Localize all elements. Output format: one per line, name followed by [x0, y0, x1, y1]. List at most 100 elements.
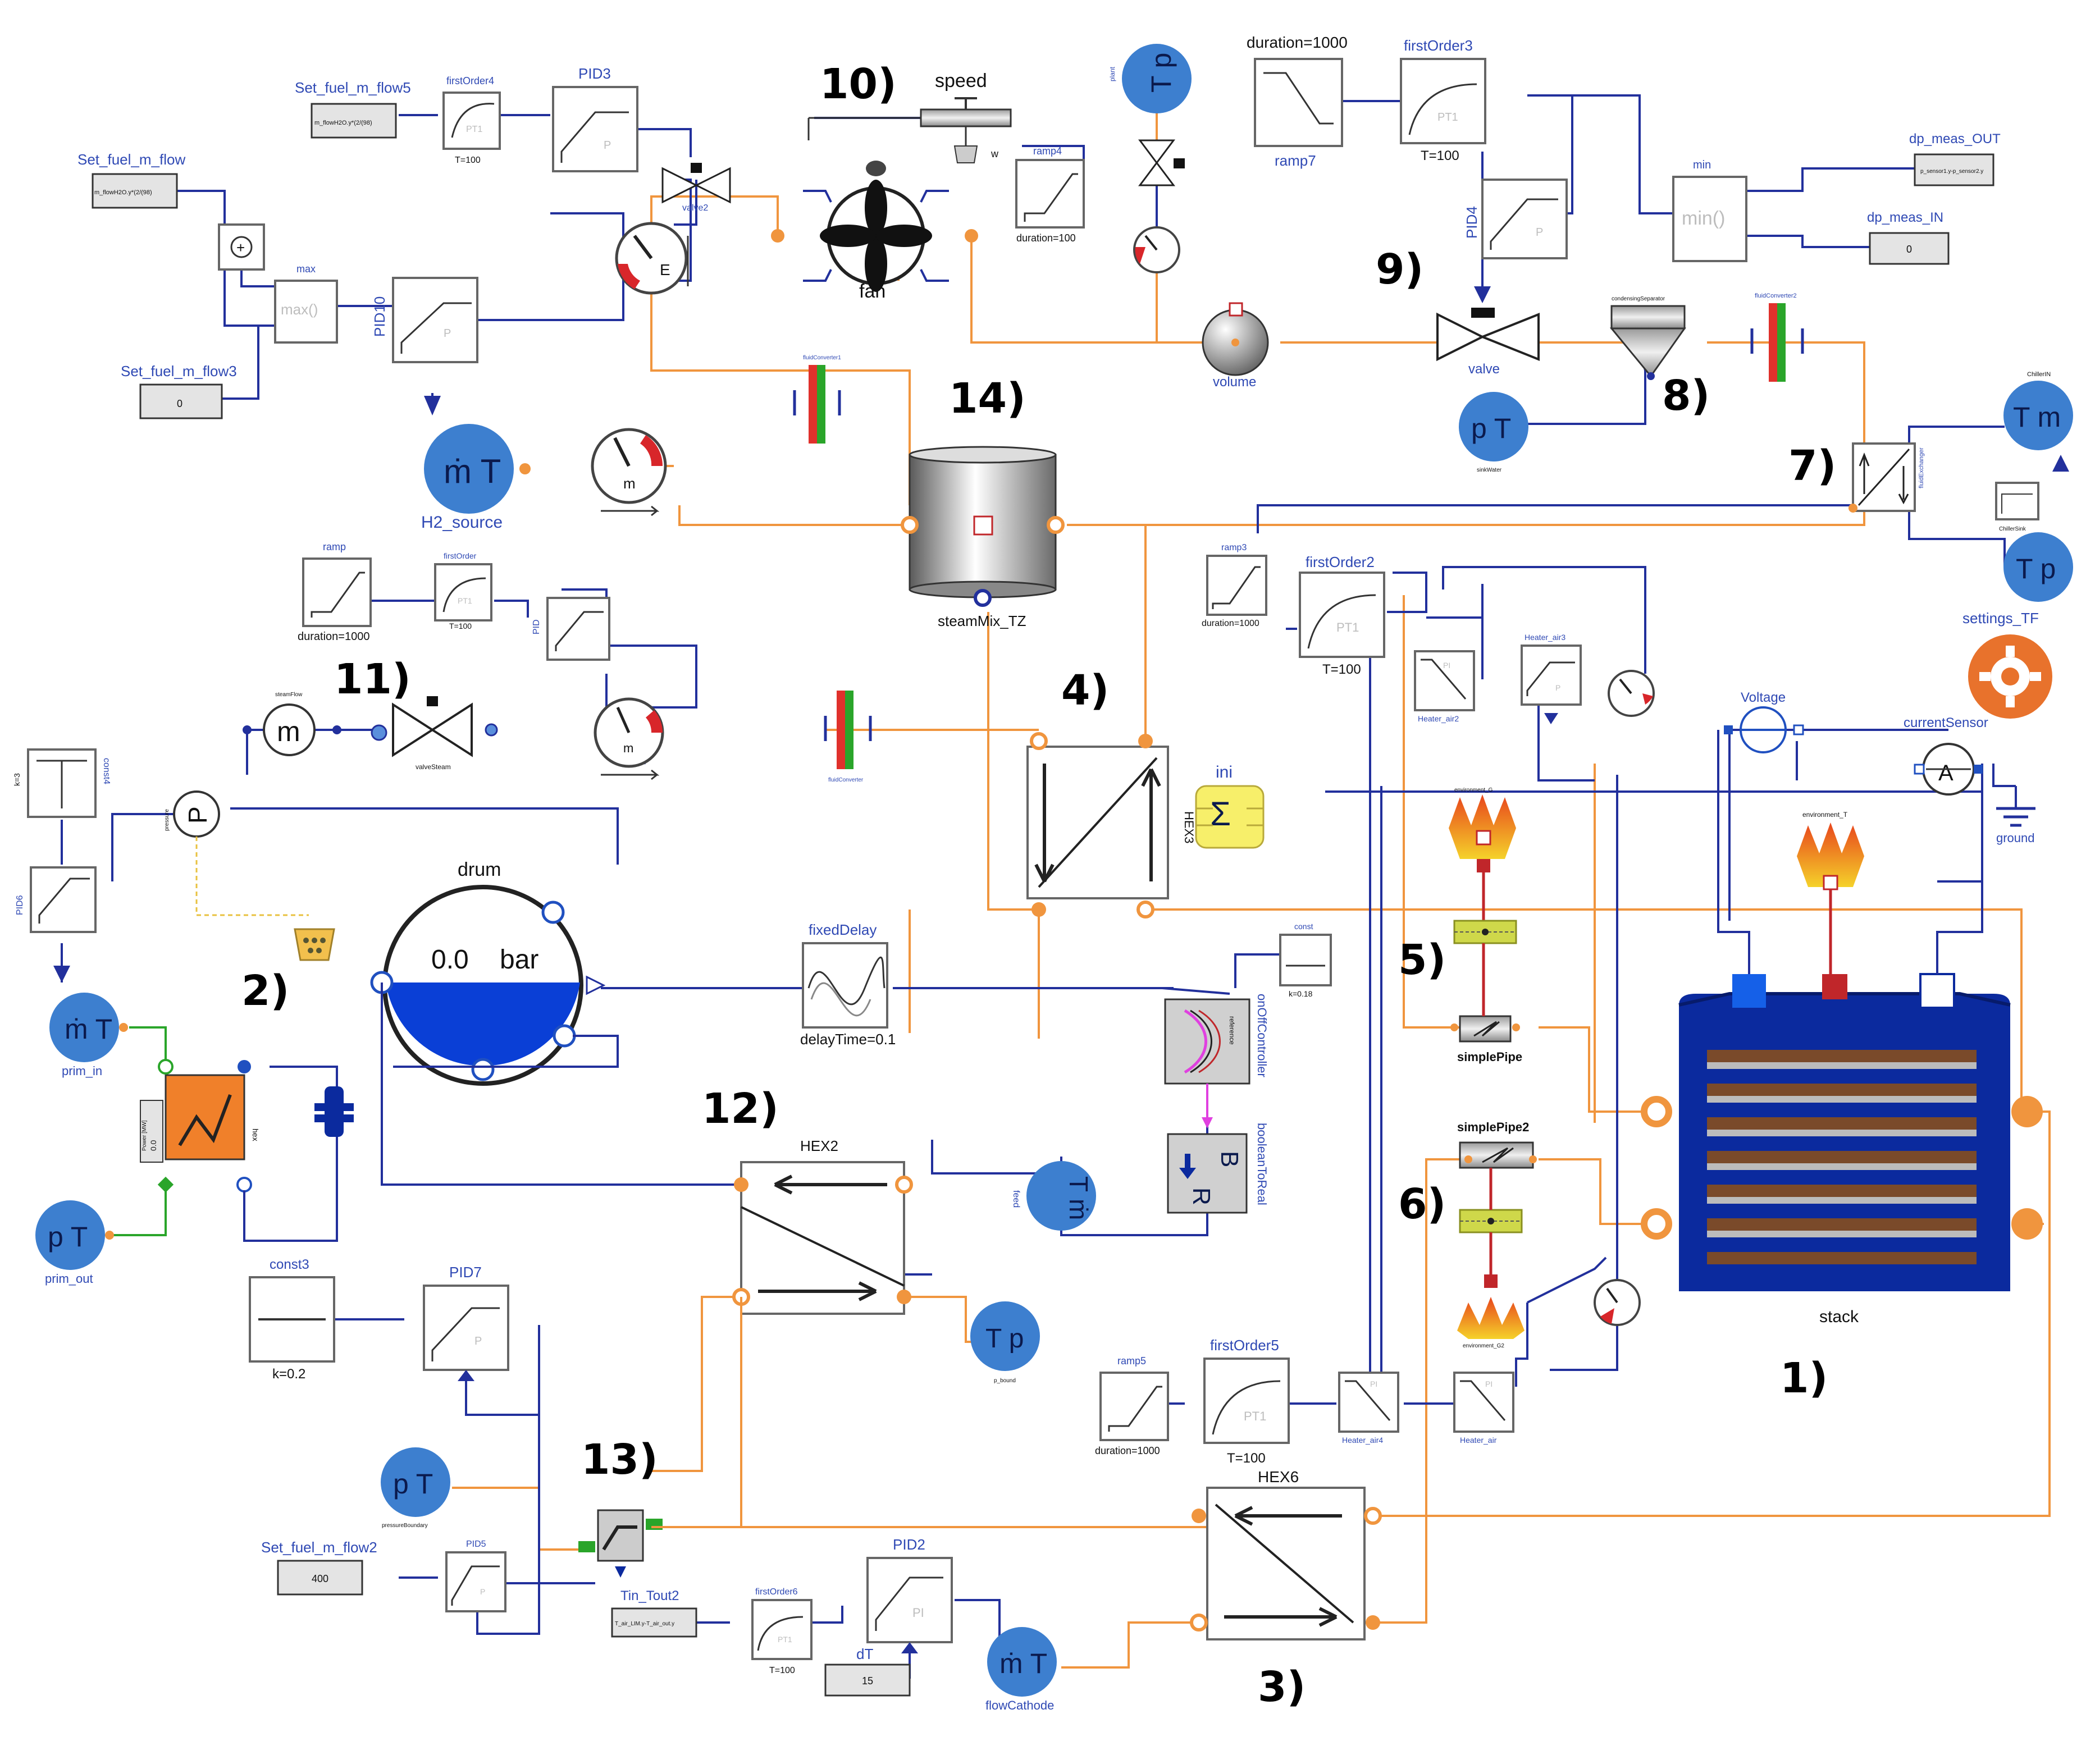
pid-block[interactable]: PID	[532, 597, 610, 661]
condensing-separator[interactable]: condensingSeparator	[1609, 296, 1686, 380]
component-numbers: 1) 2) 3) 4) 5) 6) 7) 8) 9) 10) 11) 12) 1…	[241, 60, 1836, 1711]
h2-source-sensor[interactable]: ṁ T H2_source	[421, 424, 531, 532]
prim-in-sensor[interactable]: ṁ T prim_in	[49, 993, 128, 1078]
prim-out-sensor[interactable]: p T prim_out	[35, 1200, 114, 1286]
pid10-block[interactable]: P PID10	[371, 277, 478, 415]
hex2[interactable]: HEX2	[732, 1137, 913, 1315]
first-order-block[interactable]: PT1 firstOrder T=100	[434, 551, 492, 630]
svg-text:Set_fuel_m_flow3: Set_fuel_m_flow3	[121, 363, 237, 380]
first-order3-block[interactable]: PT1 firstOrder3 T=100	[1400, 37, 1486, 163]
ramp7-block[interactable]: duration=1000 ramp7	[1247, 34, 1348, 169]
first-order4-block[interactable]: PT1 firstOrder4 T=100	[442, 75, 501, 165]
set-fuel-m-flow5-block[interactable]: m_flowH2O.y*(2/(98) Set_fuel_m_flow5	[295, 79, 411, 139]
volume[interactable]: volume	[1202, 302, 1269, 390]
valve2[interactable]: valve2	[661, 163, 731, 213]
ramp3-block[interactable]: ramp3 duration=1000	[1202, 543, 1267, 628]
pressure-boundary-sensor[interactable]: p T pressureBoundary	[381, 1447, 450, 1529]
hex-primary[interactable]: hex 0.0 Power [MW]	[140, 1059, 260, 1193]
gauge-top[interactable]	[1133, 226, 1180, 273]
flow-cathode-sensor[interactable]: ṁ T flowCathode	[985, 1627, 1057, 1712]
steam-mix-tank[interactable]: steamMix_TZ	[901, 446, 1065, 629]
mass-flow-sensor-h2[interactable]: m	[591, 428, 667, 517]
heater-air-block[interactable]: PI Heater_air	[1453, 1372, 1514, 1445]
tp-top-sensor[interactable]: T p plant	[1108, 44, 1192, 113]
temp-gauge-lower[interactable]	[1594, 1279, 1641, 1326]
first-order5-block[interactable]: PT1 firstOrder5 T=100	[1203, 1337, 1290, 1466]
chiller-tp-sensor[interactable]: T p	[2003, 532, 2073, 602]
max-block[interactable]: max() max	[274, 263, 338, 344]
sink-water-sensor[interactable]: p T sinkWater	[1459, 392, 1528, 473]
bus-connector[interactable]	[294, 928, 335, 961]
main-valve[interactable]: valve	[1436, 308, 1540, 377]
pid4-block[interactable]: P PID4	[1463, 179, 1568, 303]
hex3[interactable]: HEX3	[1026, 732, 1196, 918]
set-fuel-m-flow3-block[interactable]: 0 Set_fuel_m_flow3	[121, 363, 237, 419]
fluid-converter1[interactable]: fluidConverter1	[793, 355, 841, 444]
p-bound-sensor[interactable]: T p p_bound	[970, 1301, 1040, 1384]
dp-meas-in-block[interactable]: 0 dp_meas_IN	[1867, 210, 1950, 265]
pid5-block[interactable]: P PID5	[445, 1539, 506, 1612]
environment-g-heater[interactable]: environment_G	[1449, 787, 1516, 932]
fuel-cell-stack[interactable]: stack	[1641, 973, 2043, 1326]
chiller-sink-block[interactable]: ChillerSink	[1995, 455, 2069, 532]
fan[interactable]: fan	[771, 180, 978, 302]
steam-flow-sensor[interactable]: m steamFlow	[243, 692, 341, 756]
tin-tout2-block[interactable]: T_air_LIM.y-T_air_out.y Tin_Tout2	[611, 1588, 697, 1638]
chiller-in-sensor[interactable]: T m ChillerIN	[2003, 371, 2073, 450]
valve-steam[interactable]: valveSteam	[371, 696, 498, 771]
first-order2-block[interactable]: PT1 firstOrder2 T=100	[1299, 554, 1385, 677]
svg-text:Heater_air3: Heater_air3	[1525, 633, 1565, 642]
dp-meas-out-block[interactable]: p_sensor1.y-p_sensor2.y dp_meas_OUT	[1909, 131, 2001, 186]
voltage-sensor[interactable]: Voltage	[1724, 690, 1804, 753]
simple-pipe[interactable]: simplePipe	[1450, 1015, 1522, 1064]
speed-actuator[interactable]: speed w	[807, 70, 1012, 176]
fluid-exchanger-7[interactable]: fluidExchanger	[1848, 442, 1925, 513]
dt-block[interactable]: 15 dT	[824, 1646, 911, 1697]
first-order6-block[interactable]: PT1 firstOrder6 T=100	[751, 1587, 813, 1675]
heater-air2-block[interactable]: PI Heater_air2	[1414, 650, 1475, 723]
ini-block[interactable]: Σ ini	[1195, 763, 1265, 849]
svg-text:T=100: T=100	[449, 621, 472, 630]
simple-pipe2[interactable]: simplePipe2	[1457, 1120, 1537, 1169]
on-off-controller[interactable]: onOffController reference	[1164, 994, 1269, 1128]
svg-text:firstOrder6: firstOrder6	[755, 1587, 798, 1597]
insulation-6[interactable]	[1459, 1209, 1523, 1233]
pid7-block[interactable]: P PID7	[423, 1264, 509, 1381]
set-fuel-m-flow2-block[interactable]: 400 Set_fuel_m_flow2	[261, 1539, 377, 1596]
pid6-block[interactable]: PID6	[15, 866, 97, 982]
svg-text:PID5: PID5	[466, 1539, 486, 1549]
pump[interactable]	[314, 1086, 354, 1137]
feed-sensor[interactable]: T ṁ feed	[1011, 1161, 1096, 1231]
insulation-5[interactable]	[1453, 920, 1517, 944]
pressure-sensor[interactable]: P pressure	[164, 790, 309, 916]
temp-gauge-right[interactable]	[1608, 670, 1655, 717]
pid3-block[interactable]: P PID3	[552, 65, 638, 172]
const3-block[interactable]: const3 k=0.2	[249, 1257, 335, 1382]
add-block[interactable]: +	[218, 223, 265, 271]
mixing-valve-13[interactable]	[578, 1297, 742, 1578]
fluid-converter2[interactable]: fluidConverter2	[1750, 293, 1804, 382]
environment-g2-heater[interactable]: environment_G2	[1457, 1274, 1525, 1349]
settings-tf[interactable]: settings_TF	[1962, 610, 2052, 719]
ramp5-block[interactable]: ramp5 duration=1000	[1095, 1355, 1169, 1456]
hex6[interactable]: HEX6	[1190, 1468, 1382, 1640]
drum[interactable]: 0.0 bar drum	[370, 859, 606, 1086]
mass-flow-steam[interactable]: m	[594, 697, 664, 780]
ground[interactable]: ground	[1996, 786, 2035, 845]
current-sensor[interactable]: A currentSensor	[1904, 715, 1988, 796]
fluid-converter[interactable]: fluidConverter	[824, 691, 872, 783]
set-fuel-m-flow-block[interactable]: m_flowH2O.y*(2/(98) Set_fuel_m_flow	[77, 151, 185, 209]
fixed-delay-block[interactable]: fixedDelay delayTime=0.1	[800, 921, 896, 1048]
heater-air4-block[interactable]: PI Heater_air4	[1338, 1372, 1399, 1445]
min-block[interactable]: min() min	[1672, 159, 1747, 262]
ramp-block[interactable]: ramp duration=1000	[298, 541, 372, 643]
const-block[interactable]: const k=0.18	[1279, 922, 1332, 998]
valve-top[interactable]	[1138, 139, 1185, 186]
ramp4-block[interactable]: ramp4 duration=100	[1015, 145, 1085, 244]
heater-air3-block[interactable]: P Heater_air3	[1521, 633, 1582, 724]
pressure-gauge-e[interactable]: E	[615, 222, 689, 295]
const4-block[interactable]: const4 k=3	[12, 748, 111, 818]
environment-t-heater[interactable]: environment_T	[1797, 811, 1864, 977]
boolean-to-real[interactable]: B R booleanToReal	[1167, 1123, 1269, 1214]
pid2-block[interactable]: PI PID2	[866, 1536, 953, 1653]
